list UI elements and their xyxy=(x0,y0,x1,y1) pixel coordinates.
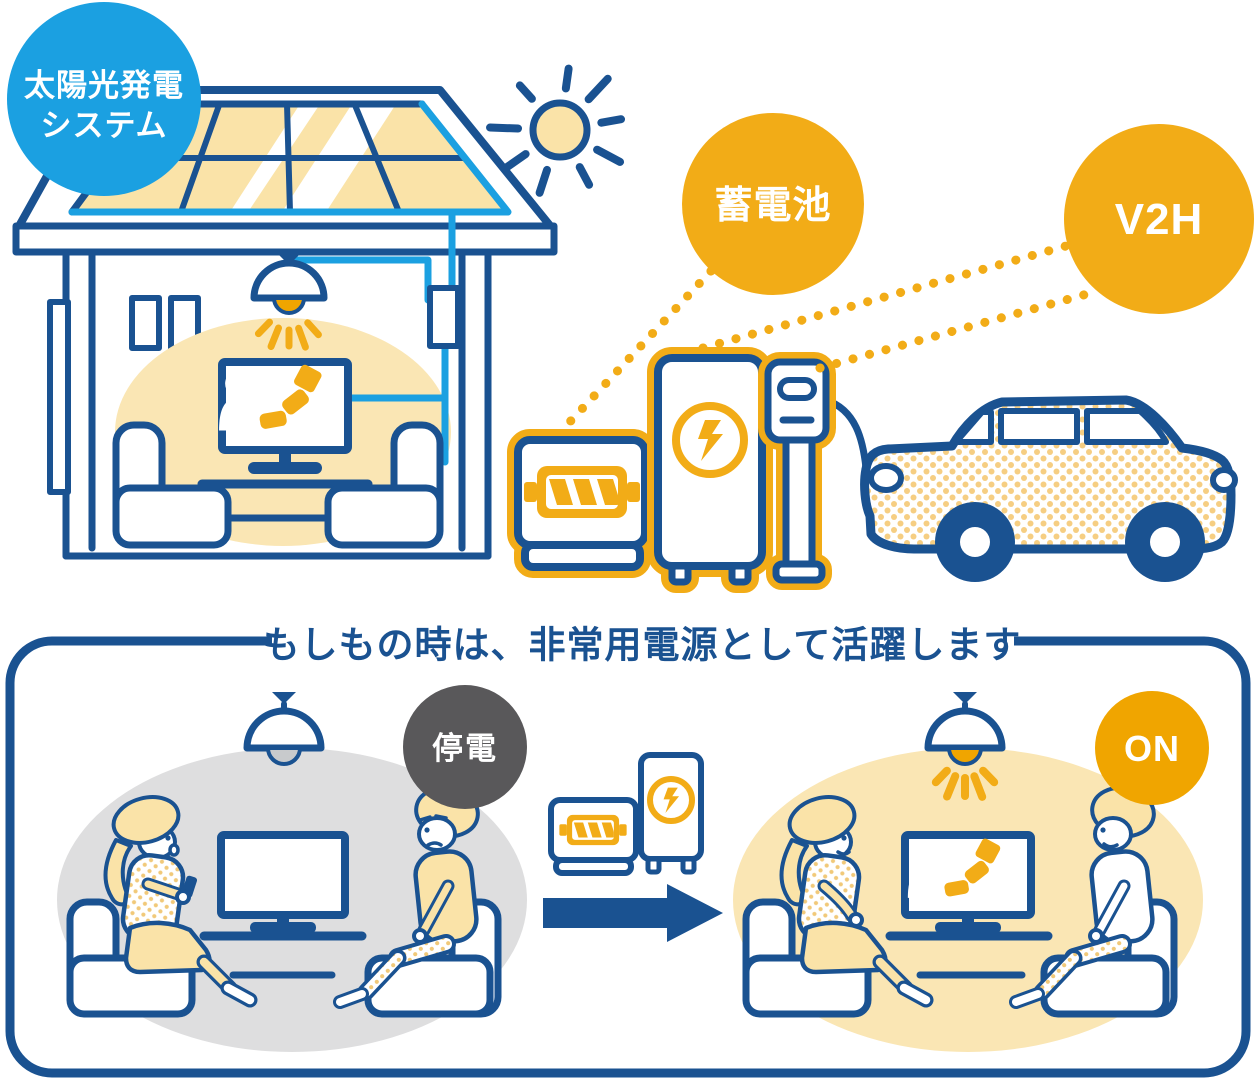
pv-wiring xyxy=(285,210,520,466)
storage-battery-unit xyxy=(507,429,656,578)
wheel xyxy=(1125,502,1205,582)
dotted-link-battery xyxy=(561,266,716,431)
backup-power-icons xyxy=(543,752,723,942)
car-window xyxy=(998,408,1080,445)
emergency-panel: もしもの時は、非常用電源として活躍します xyxy=(5,624,1251,1078)
solar-label-line1: 太陽光発電 xyxy=(24,68,184,103)
junction-box xyxy=(427,285,461,349)
powered-scene: ON xyxy=(733,691,1209,1052)
v2h-label: V2H xyxy=(1064,124,1254,314)
worried-brows xyxy=(418,814,448,822)
wheel xyxy=(935,502,1015,582)
panel-title: もしもの時は、非常用電源として活躍します xyxy=(263,625,1022,666)
light-rays xyxy=(931,766,999,801)
window xyxy=(129,295,162,351)
armchair xyxy=(1040,898,1178,1018)
on-badge: ON xyxy=(1095,691,1209,805)
headlight xyxy=(868,463,904,493)
light-rays xyxy=(254,318,322,351)
side-door xyxy=(47,299,71,495)
svg-text:停電: 停電 xyxy=(432,731,498,766)
pendant-lamp-icon xyxy=(250,252,328,351)
svg-text:V2H: V2H xyxy=(1115,195,1204,244)
ev-charger-icon xyxy=(758,352,873,590)
svg-text:ON: ON xyxy=(1124,728,1180,769)
svg-text:蓄電池: 蓄電池 xyxy=(714,185,831,227)
battery-label: 蓄電池 xyxy=(682,113,864,295)
power-conditioner xyxy=(647,347,773,593)
outage-badge: 停電 xyxy=(403,685,527,809)
pendant-lamp-on-icon xyxy=(924,692,1006,801)
blackout-scene: 停電 xyxy=(57,685,527,1052)
battery-gauge-icon xyxy=(524,466,640,518)
battery-gauge-icon xyxy=(559,815,626,845)
woman-figure xyxy=(103,795,258,1008)
arrow-right-icon xyxy=(543,884,723,942)
armchair xyxy=(112,421,232,549)
tv-on-icon xyxy=(885,831,1053,979)
tv-off-icon xyxy=(199,831,367,979)
sun-icon xyxy=(486,64,626,197)
taillight xyxy=(1210,467,1238,493)
pv-wire-panel-edge xyxy=(68,100,512,216)
tv-icon xyxy=(197,358,373,522)
pendant-lamp-off-icon xyxy=(243,692,325,766)
car-window xyxy=(1084,408,1169,445)
dotted-link-v2h-1 xyxy=(698,241,1071,353)
solar-system-label: 太陽光発電 システム xyxy=(7,2,201,196)
solar-label-line2: システム xyxy=(40,108,167,143)
top-diagram: 太陽光発電 システム 蓄電池 V2H xyxy=(7,2,1254,593)
car-window xyxy=(953,409,994,445)
dotted-link-v2h-2 xyxy=(815,286,1103,373)
armchair xyxy=(324,421,444,549)
woman-figure xyxy=(779,795,934,1008)
ev-car-icon xyxy=(860,395,1238,582)
roof-eave xyxy=(12,222,558,256)
